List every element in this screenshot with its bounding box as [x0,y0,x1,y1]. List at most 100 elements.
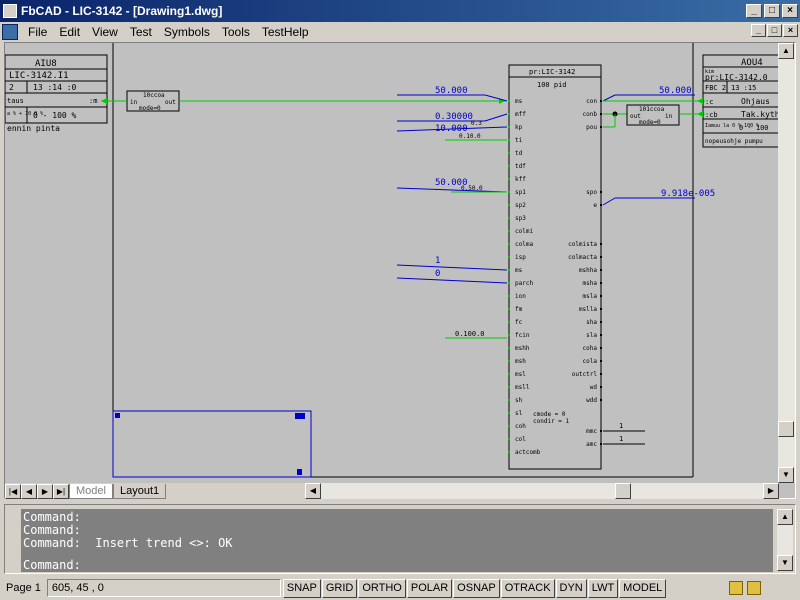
tab-layout1[interactable]: Layout1 [112,483,167,499]
mdi-close-button[interactable]: × [783,24,798,37]
pid-output-connector[interactable] [600,269,602,271]
pid-output-connector[interactable] [600,100,602,102]
grid-toggle[interactable]: GRID [321,578,358,598]
command-scroll-down[interactable]: ▼ [777,555,793,571]
document-icon[interactable] [2,24,18,40]
pid-output-connector[interactable] [600,373,602,375]
pid-input-connector[interactable] [508,386,510,388]
pid-input-connector[interactable] [508,295,510,297]
menu-tools[interactable]: Tools [221,25,250,39]
lwt-toggle[interactable]: LWT [587,578,619,598]
horizontal-scrollbar[interactable]: ◀ ▶ [305,483,779,499]
ccoa-left-block[interactable]: 10ccoa in out mode=0 [126,90,180,112]
pid-input-connector[interactable] [508,373,510,375]
pid-input-connector[interactable] [508,360,510,362]
drawing-canvas[interactable]: AIU8 LIC-3142.I1 2 13 :14 :0 taus :m a %… [5,43,779,483]
pid-output-connector[interactable] [600,113,602,115]
lock-icon[interactable] [747,581,762,595]
pid-input-connector[interactable] [508,243,510,245]
schematic[interactable]: AIU8 LIC-3142.I1 2 13 :14 :0 taus :m a %… [5,43,779,483]
pid-input-connector[interactable] [508,282,510,284]
pid-output-connector[interactable] [600,295,602,297]
pid-input-connector[interactable] [508,230,510,232]
pid-output-connector[interactable] [600,334,602,336]
mdi-restore-button[interactable]: □ [767,24,782,37]
pid-output-connector[interactable] [600,126,602,128]
minimize-button[interactable]: _ [746,4,762,18]
menu-test[interactable]: Test [129,25,152,39]
ccoa-right-block[interactable]: 101ccoa out in mode=0 [626,104,680,126]
command-input[interactable]: Command: [21,559,773,572]
pid-input-connector[interactable] [508,191,510,193]
pid-input-connector[interactable] [508,334,510,336]
vertical-scroll-thumb[interactable] [778,421,794,437]
pid-input-connector[interactable] [508,100,510,102]
pid-input-connector[interactable] [508,152,510,154]
pid-input-connector[interactable] [508,438,510,440]
pid-input-connector[interactable] [508,204,510,206]
scroll-right-button[interactable]: ▶ [763,483,779,499]
tab-nav-next[interactable]: ▶ [37,483,53,499]
otrack-toggle[interactable]: OTRACK [500,578,555,598]
polar-toggle[interactable]: POLAR [406,578,453,598]
command-scrollbar[interactable]: ▲ ▼ [777,509,793,571]
pid-output-connector[interactable] [600,430,602,432]
close-button[interactable]: × [782,4,798,18]
communication-icon[interactable] [729,581,744,595]
pid-output-connector[interactable] [600,204,602,206]
aiu8-block[interactable]: AIU8 LIC-3142.I1 2 13 :14 :0 taus :m a %… [5,54,108,133]
aou4-block[interactable]: AOU4 kim pr:LIC-3142.0 FBC 2 13 :15 :c O… [702,54,779,148]
vertical-scrollbar[interactable]: ▲ ▼ [778,43,795,483]
pid-output-connector[interactable] [600,321,602,323]
trend-placeholder[interactable] [112,410,312,478]
snap-toggle[interactable]: SNAP [282,578,321,598]
pid-input-connector[interactable] [508,451,510,453]
pid-output-connector[interactable] [600,308,602,310]
pid-input-connector[interactable] [508,308,510,310]
tab-nav-last[interactable]: ▶| [53,483,69,499]
pid-input-connector[interactable] [508,425,510,427]
pid-input-connector[interactable] [508,269,510,271]
menu-edit[interactable]: Edit [59,25,81,39]
dyn-toggle[interactable]: DYN [555,578,587,598]
pid-input-connector[interactable] [508,217,510,219]
pid-input-connector[interactable] [508,113,510,115]
pid-input-connector[interactable] [508,165,510,167]
pid-input-connector[interactable] [508,139,510,141]
pid-input-connector[interactable] [508,412,510,414]
pid-output-connector[interactable] [600,399,602,401]
pid-input-connector[interactable] [508,178,510,180]
menu-file[interactable]: File [28,25,48,39]
tab-nav-prev[interactable]: ◀ [21,483,37,499]
pid-input-connector[interactable] [508,256,510,258]
menu-symbols[interactable]: Symbols [163,25,210,39]
model-toggle[interactable]: MODEL [619,578,667,598]
pid-output-connector[interactable] [600,386,602,388]
tab-nav-first[interactable]: |◀ [5,483,21,499]
command-scroll-up[interactable]: ▲ [777,509,793,525]
pid-output-connector[interactable] [600,243,602,245]
pid-output-connector[interactable] [600,360,602,362]
mdi-minimize-button[interactable]: _ [751,24,766,37]
maximize-button[interactable]: □ [764,4,780,18]
pid-input-connector[interactable] [508,399,510,401]
pid-input-connector[interactable] [508,126,510,128]
pid-input-connector[interactable] [508,347,510,349]
tab-model[interactable]: Model [69,483,113,499]
horizontal-scroll-thumb[interactable] [615,483,631,499]
osnap-toggle[interactable]: OSNAP [453,578,500,598]
pid-output-connector[interactable] [600,256,602,258]
pid-output-connector[interactable] [600,347,602,349]
pid-output-connector[interactable] [600,282,602,284]
menu-testhelp[interactable]: TestHelp [261,25,309,39]
menu-view[interactable]: View [92,25,118,39]
scroll-down-button[interactable]: ▼ [778,467,794,483]
scroll-up-button[interactable]: ▲ [778,43,794,59]
pid-output-connector[interactable] [600,443,602,445]
pid-output-connector[interactable] [600,191,602,193]
ortho-toggle[interactable]: ORTHO [358,578,406,598]
scroll-left-button[interactable]: ◀ [305,483,321,499]
app-icon[interactable] [3,4,17,18]
pid-input-connector[interactable] [508,321,510,323]
pid-block[interactable]: pr:LIC-3142 100 pid msmffkptitdtdfkffsp1… [508,64,602,470]
